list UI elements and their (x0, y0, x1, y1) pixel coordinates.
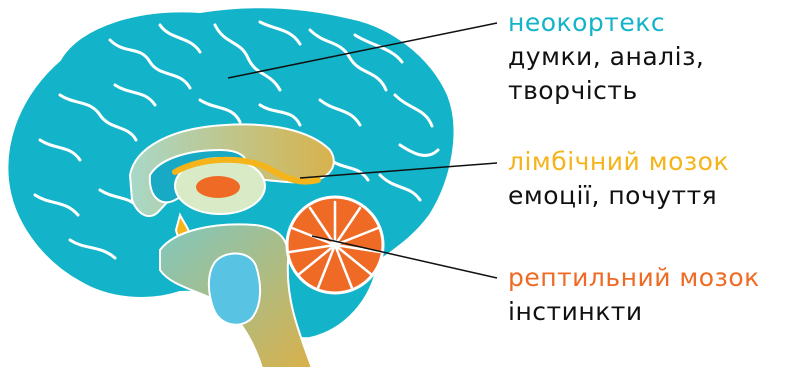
neocortex-label: неокортекс думки, аналіз, творчість (508, 6, 704, 108)
neocortex-desc-line2: творчість (508, 74, 704, 108)
reptilian-desc-line1: інстинкти (508, 295, 760, 329)
neocortex-desc-line1: думки, аналіз, (508, 40, 704, 74)
reptilian-title: рептильний мозок (508, 261, 760, 295)
cerebellum (287, 197, 383, 293)
pons (209, 253, 260, 324)
reptilian-label: рептильний мозок інстинкти (508, 261, 760, 329)
limbic-title: лімбічний мозок (508, 145, 729, 179)
limbic-label: лімбічний мозок емоції, почуття (508, 145, 729, 213)
thalamus-core (196, 176, 240, 198)
neocortex-title: неокортекс (508, 6, 704, 40)
limbic-desc-line1: емоції, почуття (508, 179, 729, 213)
